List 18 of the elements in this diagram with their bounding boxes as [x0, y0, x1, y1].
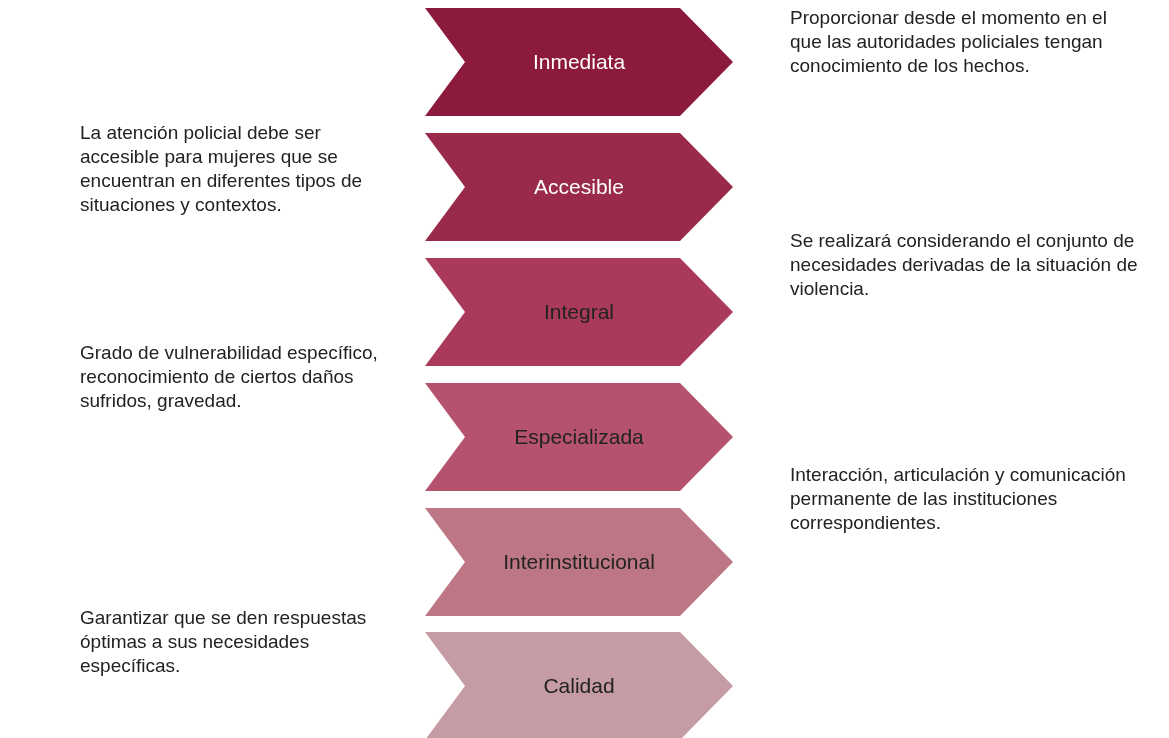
chevron-shape: [425, 258, 733, 366]
chevron-shape: [425, 133, 733, 241]
chevron-label: Interinstitucional: [503, 550, 655, 574]
chevron-shape: [425, 632, 733, 738]
description-text: Garantizar que se den respuestas óptimas a sus necesidades específicas.: [80, 606, 368, 678]
chevron-shape: [425, 383, 733, 491]
description-text: La atención policial debe ser accesible para mujeres que se encuentran en diferentes tipos de situaciones y contextos.: [80, 121, 364, 217]
chevron-shape: [425, 508, 733, 616]
chevron-shape: [425, 8, 733, 116]
description-text: Interacción, articulación y comunicación permanente de las instituciones correspondientes.: [790, 463, 1127, 535]
chevron-label: Calidad: [543, 674, 615, 698]
description-text: Se realizará considerando el conjunto de necesidades derivadas de la situación de violencia.: [790, 229, 1139, 301]
chevron-label: Integral: [543, 300, 614, 324]
chevron-label: Especializada: [514, 425, 644, 449]
description-text: Proporcionar desde el momento en el que las autoridades policiales tengan conocimiento de los hechos.: [790, 6, 1108, 78]
chevron-label: Inmediata: [532, 50, 626, 74]
chevron-label: Accesible: [534, 175, 624, 199]
description-text: Grado de vulnerabilidad específico, reconocimiento de ciertos daños sufridos, gravedad.: [80, 341, 379, 413]
